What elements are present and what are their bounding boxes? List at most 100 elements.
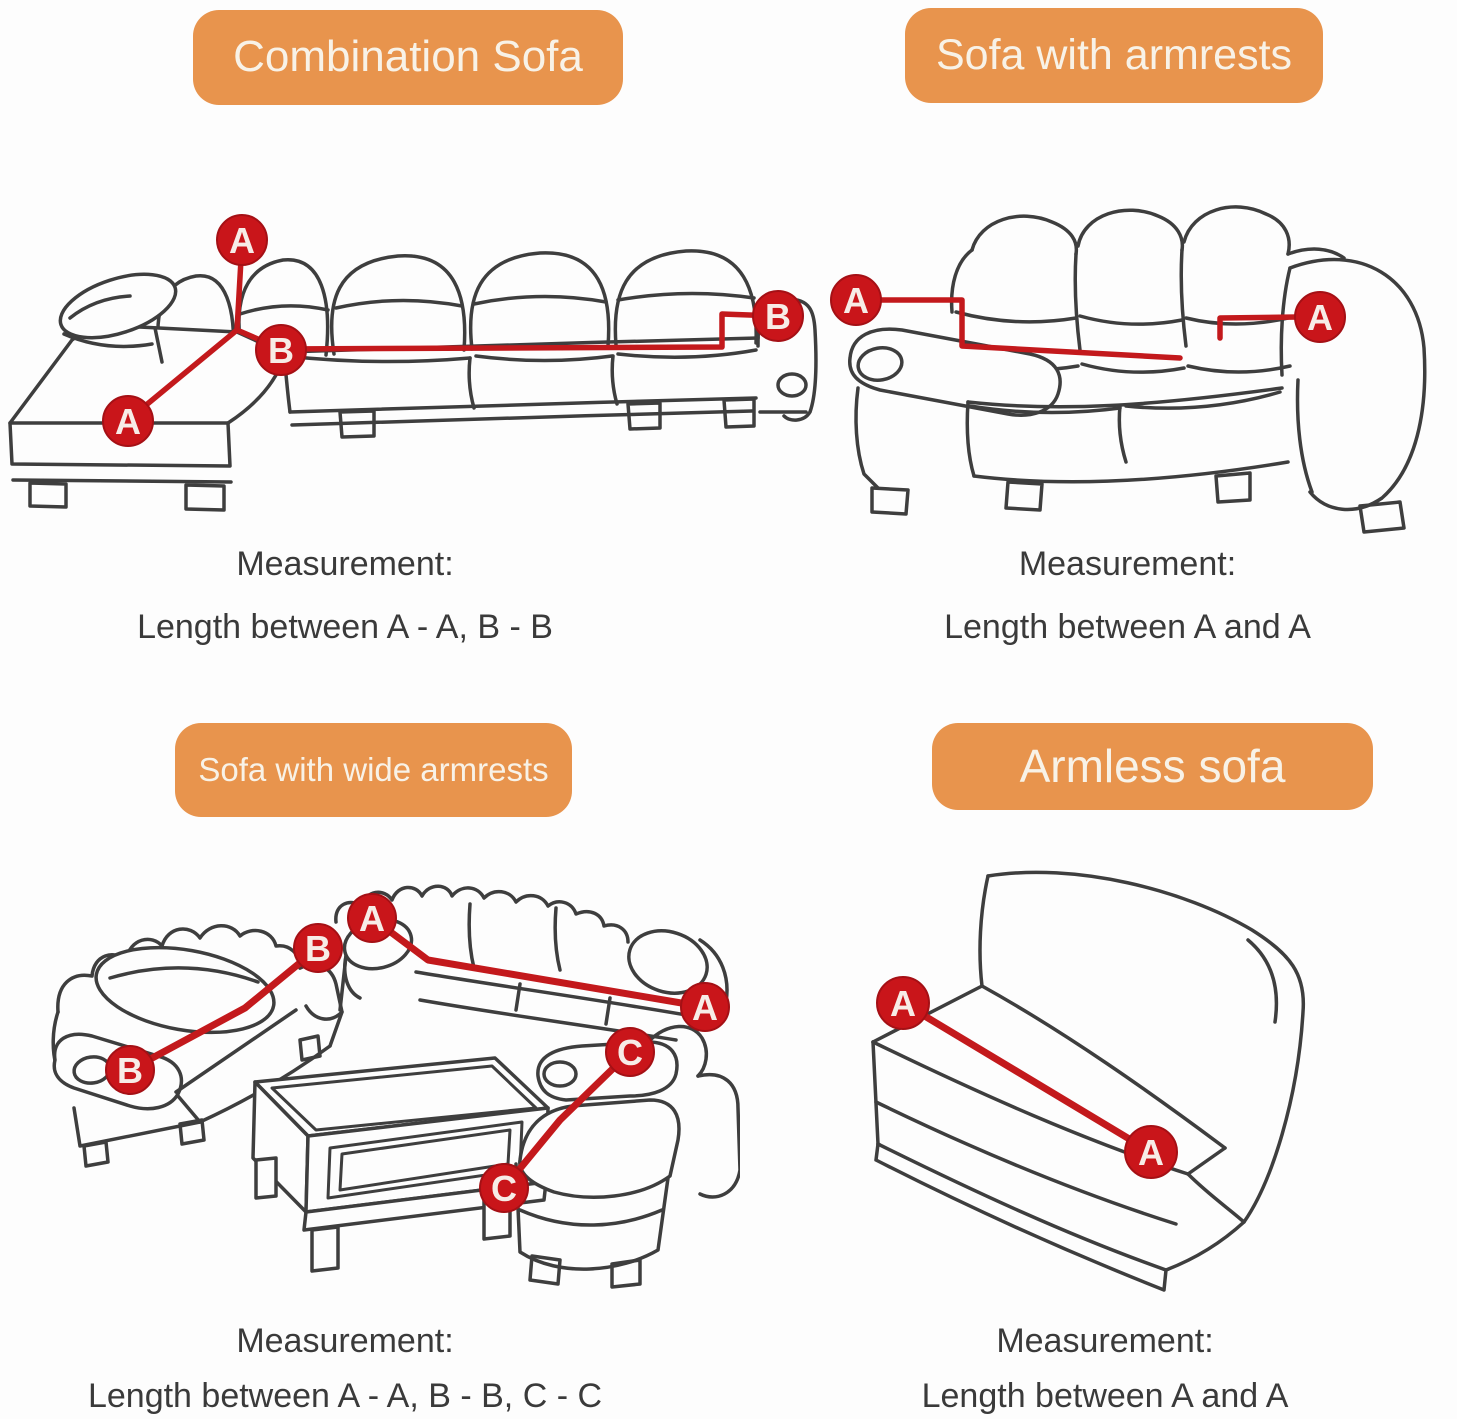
measure-line-c-c (500, 1048, 634, 1192)
measurement-detail: Length between A - A, B - B, C - C (87, 1377, 603, 1415)
seat-front-left-corner (871, 1040, 880, 1146)
sofa-with-armrests-drawing: A A (830, 205, 1427, 534)
loveseat-back-pillow (94, 945, 276, 1035)
seat-right-face (1164, 1172, 1246, 1272)
back-cushion (1182, 205, 1291, 256)
right-armrest-scroll (776, 372, 808, 398)
table-leg (254, 1156, 278, 1200)
left-armrest (848, 327, 1062, 417)
back-divider (1073, 248, 1188, 352)
svg-text:A: A (115, 401, 141, 442)
measurement-detail: Length between A and A (944, 608, 1311, 646)
loveseat-leg (298, 1034, 322, 1062)
armless-sofa-sketch (871, 870, 1306, 1292)
measurement-label: Measurement: (996, 1322, 1214, 1360)
chaise-arm-pillow-base (62, 332, 154, 349)
armchair-seat (518, 1098, 681, 1199)
svg-text:A: A (1138, 1132, 1164, 1173)
left-leg (870, 486, 910, 516)
measurement-label: Measurement: (236, 1322, 454, 1360)
measurement-label: Measurement: (236, 545, 454, 583)
marker-b-loveseat-top: B (293, 923, 343, 973)
seat-bottom-edge (972, 460, 1290, 484)
right-armrest-scroll (1295, 378, 1314, 494)
armchair-back (646, 1024, 709, 1078)
panel-title-armless-sofa: Armless sofa (932, 723, 1373, 810)
marker-c-armchair-top: C (605, 1027, 655, 1077)
armrest-sofa-sketch (848, 205, 1427, 534)
svg-text:A: A (843, 280, 869, 321)
back-top-right (1286, 247, 1346, 260)
armchair-arm-scroll (542, 1060, 578, 1088)
armless-sofa-caption: Measurement: Length between A and A (845, 1322, 1365, 1416)
back-tuft-line (954, 310, 1290, 326)
right-armrest-foot (1358, 500, 1406, 534)
marker-c-armchair-bottom: C (479, 1163, 529, 1213)
chaise-back-join (153, 326, 164, 364)
svg-text:B: B (765, 296, 791, 337)
seat-lower-rail (290, 409, 754, 427)
back-cushion (1076, 208, 1185, 252)
wide-armrest-sofa-set-drawing: A A B B C C (51, 884, 740, 1289)
sofa-seat-front-edge (414, 970, 694, 1018)
sofa-back-divider (467, 902, 562, 972)
armchair-right-arm (696, 1072, 740, 1199)
armchair-leg (528, 1254, 562, 1286)
measure-line-a-a (899, 999, 1155, 1156)
sofa-carved-crown (334, 884, 630, 944)
marker-a-chaise: A (102, 395, 154, 447)
loveseat-leg (178, 1118, 206, 1146)
combination-sofa-sketch (8, 249, 818, 512)
chaise-plinth (11, 478, 233, 484)
marker-a-sofa-right: A (680, 982, 730, 1032)
loveseat-leg (82, 1140, 110, 1168)
svg-text:B: B (305, 928, 331, 969)
marker-b-loveseat-bottom: B (105, 1045, 155, 1095)
svg-text:B: B (268, 330, 294, 371)
marker-b-right: B (752, 290, 804, 342)
armless-sofa-measure-lines (899, 999, 1155, 1156)
sofa-leg (722, 397, 756, 429)
right-armrest (1288, 257, 1427, 512)
measure-line-a-left (853, 297, 1183, 361)
back-seat-junction (980, 984, 1227, 1150)
chaise-leg (28, 481, 68, 509)
panel-title-combination-sofa: Combination Sofa (193, 10, 623, 105)
loveseat-right-wing (298, 963, 344, 1021)
seat-front-seam (874, 1100, 1178, 1226)
back-left-edge (949, 248, 974, 314)
loveseat-carved-crown (56, 924, 302, 1014)
wide-armrest-sofa-caption: Measurement: Length between A - A, B - B… (40, 1322, 650, 1416)
svg-text:C: C (491, 1168, 517, 1209)
left-armrest-scroll (856, 346, 904, 382)
right-armrest-inner (1279, 266, 1292, 377)
armless-sofa-drawing: A A (871, 870, 1306, 1292)
backrest-right-roll (1246, 938, 1279, 1024)
panel-title-sofa-with-wide-armrests: Sofa with wide armrests (175, 723, 572, 817)
loveseat-seat-edge (174, 1008, 298, 1094)
svg-text:A: A (359, 898, 385, 939)
seat-cushion-front (284, 348, 758, 364)
panel-title-sofa-with-armrests: Sofa with armrests (905, 8, 1323, 103)
backrest-outer (986, 870, 1306, 1224)
armchair-front-face (514, 1162, 670, 1271)
sofa-leg (1214, 471, 1252, 504)
chaise-front-face (8, 421, 232, 468)
table-leg (310, 1225, 340, 1273)
measurement-label: Measurement: (1018, 545, 1237, 583)
seat-cushion-divider (1117, 404, 1128, 464)
armchair-leg (610, 1258, 642, 1289)
armchair-front-seam (518, 1208, 664, 1227)
sofa-right-arm-roll (627, 929, 709, 995)
sofa-leg (338, 409, 376, 439)
svg-text:A: A (692, 987, 718, 1028)
chaise-arm-pillow (58, 272, 178, 340)
svg-text:C: C (617, 1032, 643, 1073)
svg-text:A: A (229, 220, 255, 261)
marker-a-left: A (830, 274, 882, 326)
backrest-left-edge (978, 874, 990, 988)
sofa-leg (1004, 480, 1044, 512)
marker-b-left: B (255, 324, 307, 376)
back-cushion (156, 274, 236, 364)
back-cushion-tuft-line (238, 291, 756, 316)
